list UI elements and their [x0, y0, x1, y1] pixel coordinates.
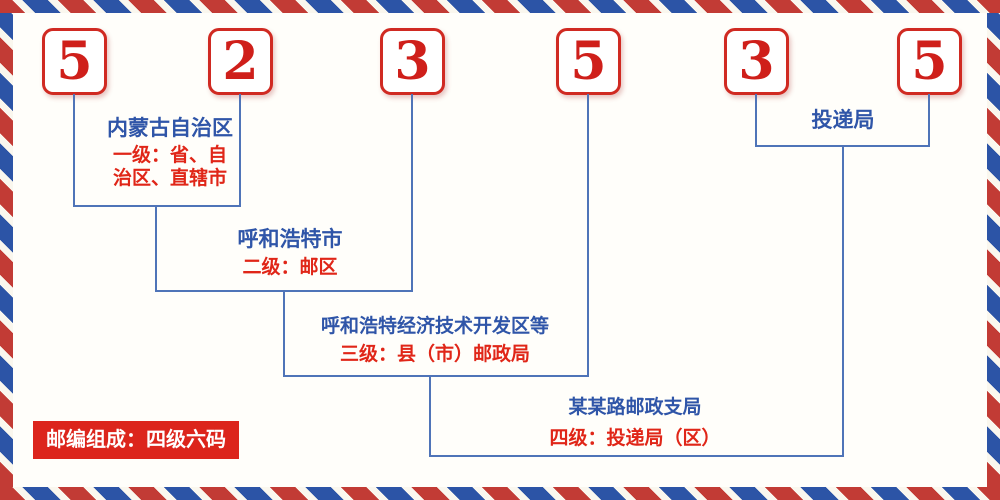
digit-value: 5	[570, 30, 607, 92]
airmail-border-bottom	[0, 487, 1000, 500]
level1-description: 一级：省、自 治区、直辖市	[85, 144, 255, 190]
postal-code-composition-badge: 邮编组成：四级六码	[33, 421, 239, 459]
level1-region-name: 内蒙古自治区	[107, 117, 233, 140]
level3-description: 三级：县（市）邮政局	[339, 344, 530, 365]
digit-box-3: 3	[380, 28, 445, 95]
level4-branch-name: 某某路邮政支局	[568, 397, 702, 418]
digit-value: 3	[394, 30, 431, 92]
connector-line	[429, 375, 431, 457]
connector-line	[755, 94, 757, 147]
connector-line	[429, 455, 844, 457]
connector-line	[283, 290, 285, 377]
connector-line	[155, 205, 157, 292]
level3-district-name: 呼和浩特经济技术开发区等	[320, 316, 549, 337]
connector-line	[283, 375, 589, 377]
digit-value: 2	[222, 30, 259, 92]
digit-value: 5	[911, 30, 948, 92]
connector-line	[73, 94, 75, 207]
connector-line	[587, 94, 589, 377]
level2-description: 二级：邮区	[242, 257, 338, 278]
digit-box-2: 2	[208, 28, 273, 95]
level4-description: 四级：投递局（区）	[549, 428, 721, 449]
digit-value: 5	[56, 30, 93, 92]
connector-line	[239, 94, 241, 207]
connector-line	[842, 145, 844, 457]
airmail-border-left	[0, 13, 13, 487]
connector-line	[928, 94, 930, 147]
digit-box-4: 5	[556, 28, 621, 95]
connector-line	[73, 205, 241, 207]
digit-box-6: 5	[897, 28, 962, 95]
level2-city-name: 呼和浩特市	[237, 228, 343, 251]
level1-description-line2: 治区、直辖市	[112, 168, 227, 189]
digit-value: 3	[738, 30, 775, 92]
delivery-office-label: 投递局	[811, 109, 875, 132]
digit-box-1: 5	[42, 28, 107, 95]
level1-description-line1: 一级：省、自	[112, 145, 227, 166]
digit-box-5: 3	[724, 28, 789, 95]
connector-line	[411, 94, 413, 292]
airmail-border-top	[0, 0, 1000, 13]
airmail-border-right	[987, 13, 1000, 487]
